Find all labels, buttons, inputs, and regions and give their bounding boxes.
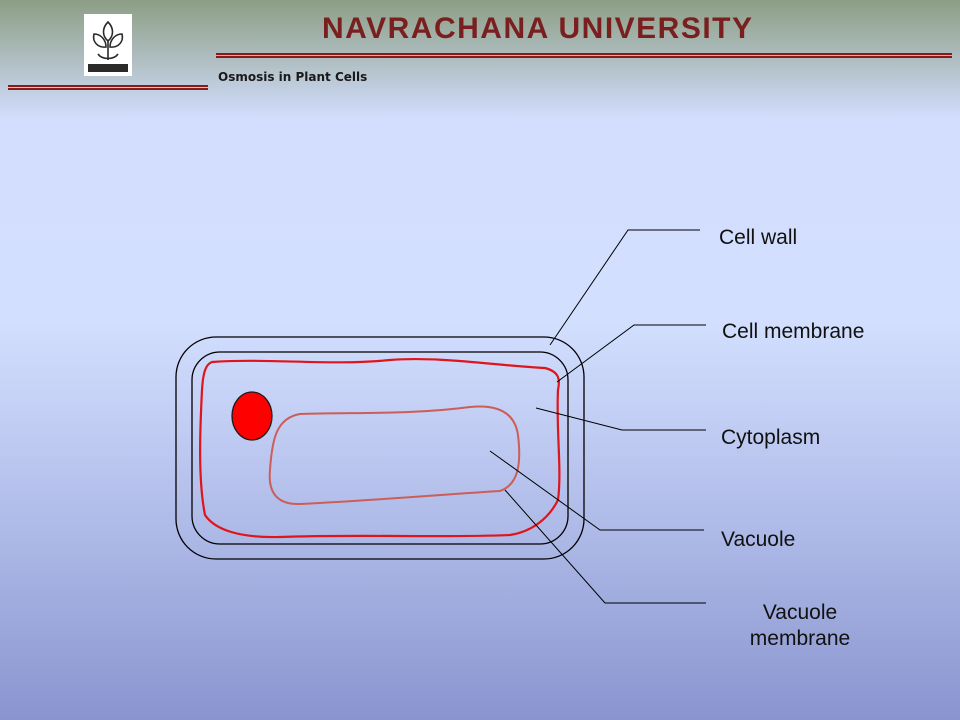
label-vacuole-membrane: Vacuole membrane (730, 600, 870, 653)
label-cell-membrane: Cell membrane (722, 320, 865, 343)
cell-wall-outer (175, 336, 585, 560)
vacuole-membrane-outline (268, 405, 521, 506)
header-rule (216, 53, 952, 58)
slide-subtitle: Osmosis in Plant Cells (218, 70, 368, 84)
header-rule-left (8, 85, 208, 90)
cell-membrane-leader-line (556, 324, 706, 383)
vacuole-membrane-leader-line (504, 489, 706, 604)
vacuole-leader-line (489, 450, 704, 531)
label-vacuole: Vacuole (721, 528, 796, 551)
nucleus (231, 391, 273, 441)
university-title: NAVRACHANA UNIVERSITY (322, 12, 754, 45)
cell-wall-leader-line (549, 229, 700, 346)
cytoplasm-leader-line (535, 407, 706, 431)
cell-wall-inner (191, 351, 569, 545)
university-logo (84, 14, 132, 76)
label-vacuole-membrane-line2: membrane (749, 627, 851, 651)
cell-membrane-outline (199, 357, 561, 539)
label-cell-wall: Cell wall (719, 226, 798, 249)
label-vacuole-membrane-line1: Vacuole (762, 601, 838, 624)
label-cytoplasm: Cytoplasm (721, 426, 821, 449)
